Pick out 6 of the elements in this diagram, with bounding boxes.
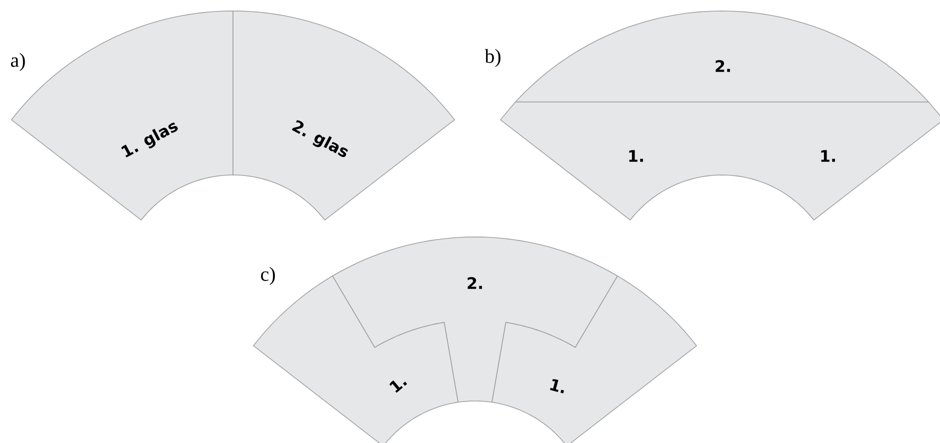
node-label: 1.: [389, 380, 408, 393]
node-label: 1.: [550, 379, 564, 394]
glass-piece: 1. 1.: [500, 102, 940, 221]
panel-label: a): [10, 52, 25, 72]
glass-piece: 2. glas: [232, 10, 456, 221]
panel-label: b): [484, 48, 500, 68]
